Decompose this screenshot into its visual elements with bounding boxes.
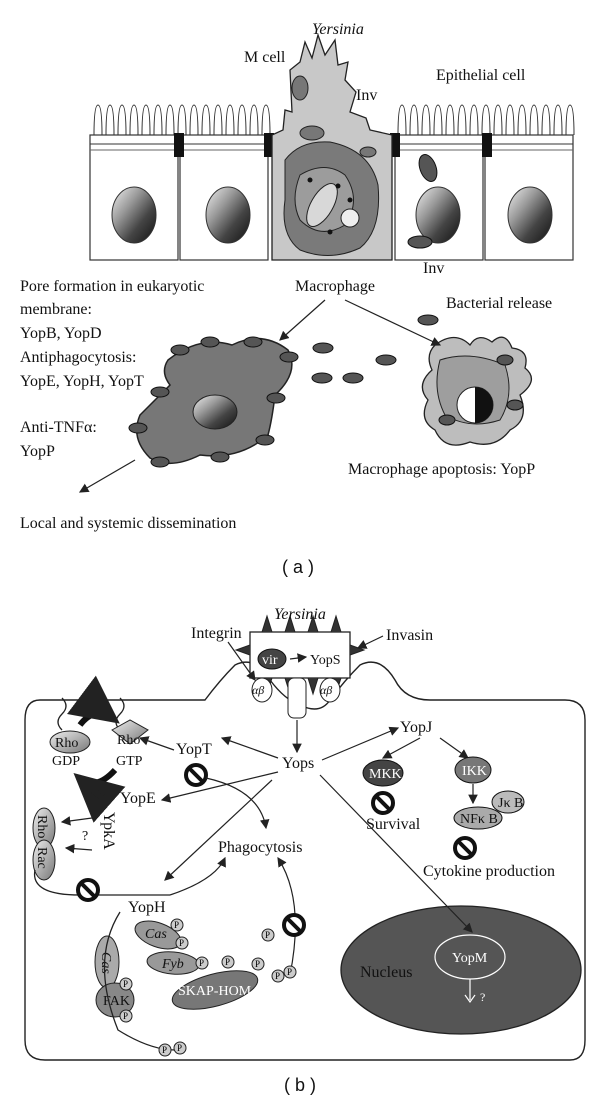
svg-text:P: P [225,957,230,967]
label-nfkb: NFκ B [460,812,498,827]
label-yopm-question: ? [480,990,485,1004]
label-phagocytosis: Phagocytosis [218,839,302,856]
svg-text:P: P [123,979,128,989]
label-inv-top: Inv [356,87,377,104]
ypka-group: YpkA ? Rho Rac [32,807,170,902]
panel-b: vir YopS αβ αβ Yersinia Integrin Invasin… [24,606,586,1095]
label-m-cell: M cell [244,49,286,66]
svg-text:P: P [162,1045,167,1055]
function-heading-antitnf: Anti-TNFα: [20,419,97,436]
label-macrophage-apoptosis: Macrophage apoptosis: YopP [348,461,535,478]
function-yops-antiphago: YopE, YopH, YopT [20,373,144,390]
yoph-complex: YopH Cas Fyb SKAP-HOM Cas FAK [94,856,306,1051]
label-yersinia-b: Yersinia [274,606,326,623]
label-skap: SKAP-HOM [178,984,252,999]
label-cas1: Cas [145,927,167,942]
label-dissemination: Local and systemic dissemination [20,515,236,532]
label-ypka-question: ? [82,829,88,844]
yersinia-bacterium: vir YopS αβ αβ [234,614,366,719]
panel-a: Yersinia M cell Inv Epithelial cell Inv … [20,21,575,577]
label-cas2: Cas [98,952,113,974]
svg-text:P: P [177,1043,182,1053]
label-alpha-beta-1: αβ [252,683,264,697]
label-fyb: Fyb [161,957,184,972]
label-ikb: Jκ B [498,796,523,811]
label-rac: Rac [34,847,49,869]
function-yops-antitnf: YopP [20,443,55,460]
nucleus: Nucleus YopM ? [340,905,582,1035]
function-heading-pore-2: membrane: [20,301,92,318]
label-survival: Survival [366,816,421,833]
label-mkk: MKK [369,767,402,782]
label-rho-gdp-rho: Rho [55,736,78,751]
label-yersinia-a: Yersinia [312,21,364,38]
label-vir: vir [262,653,278,668]
label-inv-bottom: Inv [423,260,444,277]
macrophage-infected [128,336,299,468]
label-yopm: YopM [452,951,488,966]
epithelial-cells-right [390,133,574,261]
label-rho: Rho [34,815,49,838]
label-yopj: YopJ [400,719,432,736]
epithelial-cells-left [89,133,274,261]
label-rho-gdp: GDP [52,754,80,769]
signaling-kinases: MKK Survival IKK Jκ B NFκ B Cytokine pro… [362,756,555,880]
svg-text:P: P [275,971,280,981]
label-epithelial-cell: Epithelial cell [436,67,526,84]
microvilli [93,104,575,136]
label-rho-gtp: GTP [116,754,143,769]
svg-text:P: P [265,930,270,940]
label-integrin: Integrin [191,625,242,642]
label-yoph: YopH [128,899,166,916]
label-ikk: IKK [462,764,487,779]
macrophage-apoptotic [421,336,532,446]
inhibition-icon-1 [184,763,208,787]
function-heading-pore: Pore formation in eukaryotic [20,278,204,295]
label-bacterial-release: Bacterial release [446,295,552,312]
svg-text:P: P [287,967,292,977]
svg-text:P: P [123,1011,128,1021]
label-yops-s: YopS [310,653,341,668]
label-alpha-beta-2: αβ [320,683,332,697]
label-rho-gtp-rho: Rho [117,733,140,748]
panel-a-arrows [78,299,442,493]
caption-b: ( b ) [284,1075,316,1095]
function-yops-pore: YopB, YopD [20,325,102,342]
caption-a: ( a ) [282,557,314,577]
function-list: Pore formation in eukaryotic membrane: Y… [20,278,204,460]
svg-text:P: P [174,920,179,930]
label-yope: YopE [120,790,156,807]
svg-text:P: P [199,958,204,968]
label-nucleus: Nucleus [360,964,412,981]
m-cell [271,32,393,261]
svg-text:P: P [255,959,260,969]
function-heading-antiphago: Antiphagocytosis: [20,349,136,366]
label-cytokine: Cytokine production [423,863,555,880]
label-ypka: YpkA [100,812,117,850]
label-yopt: YopT [176,741,212,758]
rho-cycle: Rho GDP Rho GTP [49,675,149,823]
free-bacteria [311,314,439,384]
label-macrophage: Macrophage [295,278,375,295]
label-invasin: Invasin [386,627,433,644]
svg-text:P: P [179,938,184,948]
phospho-groups: P P P P P P P P P P P P [119,918,297,1057]
label-yops: Yops [282,755,314,772]
